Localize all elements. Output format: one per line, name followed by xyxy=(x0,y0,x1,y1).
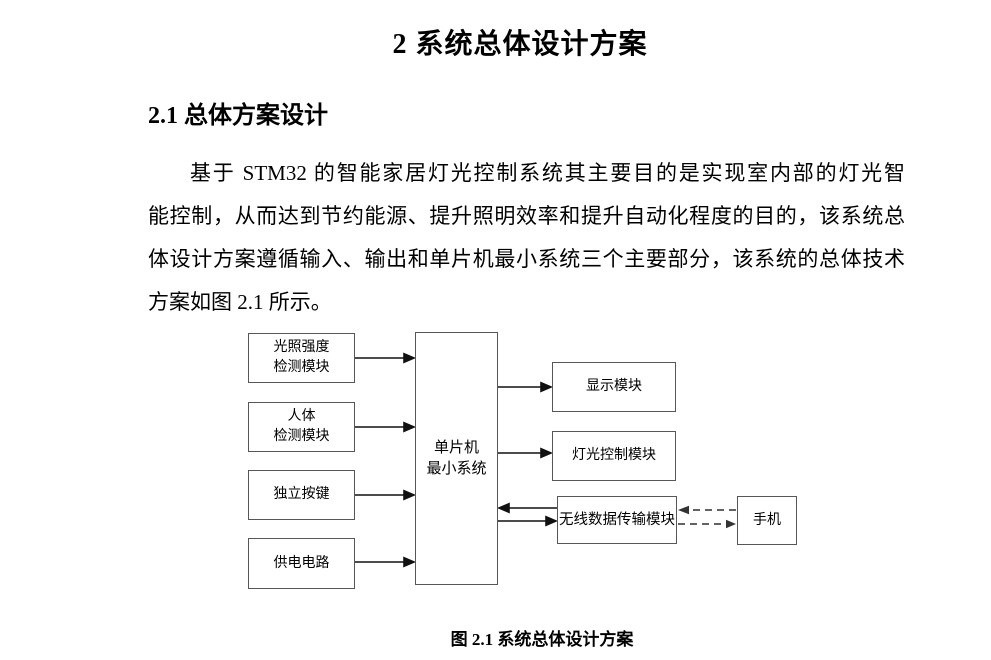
figure-caption: 图 2.1 系统总体设计方案 xyxy=(450,630,634,649)
paragraph-line: 能控制，从而达到节约能源、提升照明效率和提升自动化程度的目的，该系统总 xyxy=(148,204,905,228)
paragraph-line: 方案如图 2.1 所示。 xyxy=(148,290,332,314)
paragraph-line: 基于 STM32 的智能家居灯光控制系统其主要目的是实现室内部的灯光智 xyxy=(190,161,905,185)
box-mcu-minimum-system: 单片机 最小系统 xyxy=(415,332,498,585)
body-paragraph: 基于 STM32 的智能家居灯光控制系统其主要目的是实现室内部的灯光智 能控制，… xyxy=(148,152,905,324)
box-wireless-data-transmission-module: 无线数据传输模块 xyxy=(557,496,677,544)
arrow-power-to-mcu xyxy=(355,556,417,568)
arrow-mcu-to-wireless xyxy=(498,515,559,527)
arrow-wireless-to-phone-dashed xyxy=(678,519,736,529)
paragraph-line: 体设计方案遵循输入、输出和单片机最小系统三个主要部分，该系统的总体技术 xyxy=(148,247,905,271)
box-light-control-module: 灯光控制模块 xyxy=(552,431,676,481)
arrow-light-sensor-to-mcu xyxy=(355,352,417,364)
box-mobile-phone: 手机 xyxy=(737,496,797,545)
box-independent-keys: 独立按键 xyxy=(248,470,355,520)
arrow-human-sensor-to-mcu xyxy=(355,421,417,433)
box-power-supply-circuit: 供电电路 xyxy=(248,538,355,589)
page-title: 2 系统总体设计方案 xyxy=(392,29,648,60)
arrow-wireless-to-mcu xyxy=(496,502,557,514)
section-heading: 2.1 总体方案设计 xyxy=(148,103,328,129)
box-light-intensity-sensor-module: 光照强度 检测模块 xyxy=(248,333,355,383)
arrow-phone-to-wireless-dashed xyxy=(678,505,736,515)
arrow-keys-to-mcu xyxy=(355,489,417,501)
arrow-mcu-to-display xyxy=(498,381,554,393)
box-human-body-sensor-module: 人体 检测模块 xyxy=(248,402,355,452)
box-display-module: 显示模块 xyxy=(552,362,676,412)
arrow-mcu-to-light-control xyxy=(498,447,554,459)
